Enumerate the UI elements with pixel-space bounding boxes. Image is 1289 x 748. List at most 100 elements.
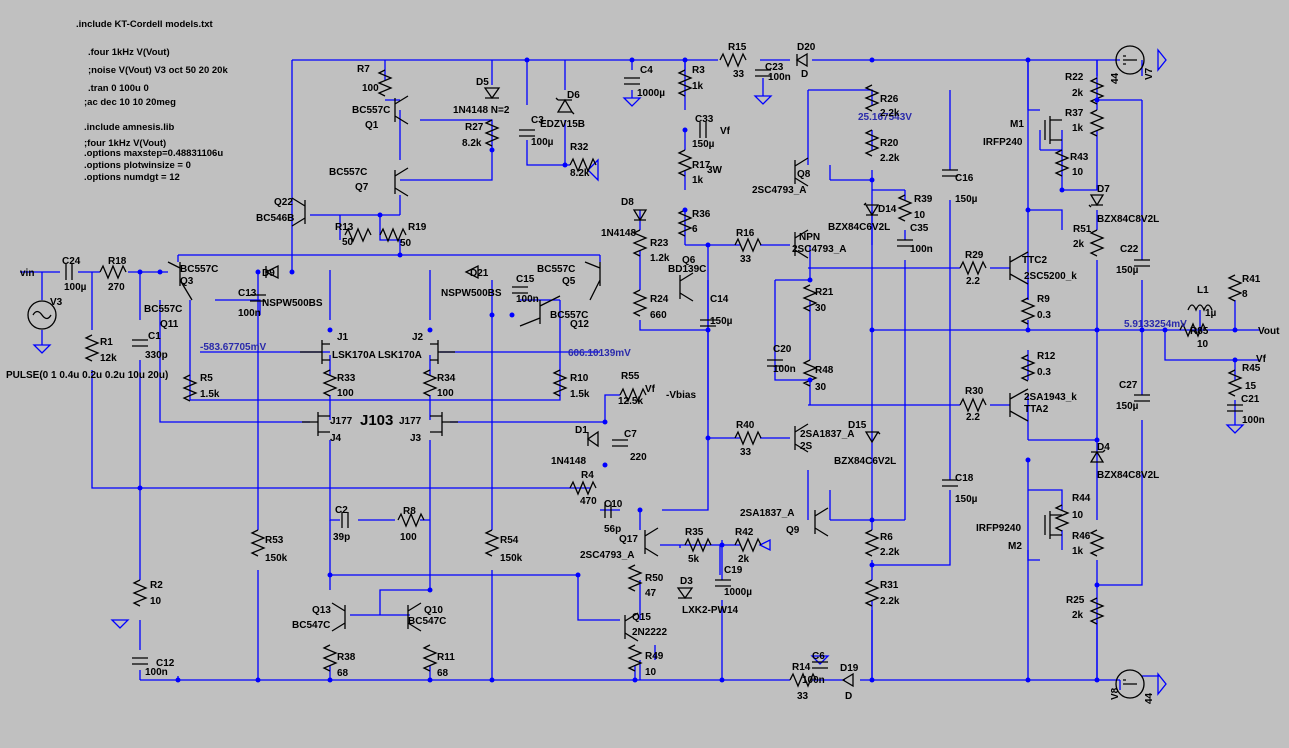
component-label: 0.3 bbox=[1037, 367, 1051, 378]
component-label: Q11 bbox=[160, 319, 179, 330]
component-label: R35 bbox=[685, 527, 704, 538]
component-label: 2k bbox=[1072, 610, 1084, 621]
component-label: 150µ bbox=[692, 139, 715, 150]
component-label: 1.5k bbox=[570, 389, 590, 400]
component-label: R8 bbox=[403, 506, 416, 517]
component-label: BC547C bbox=[408, 616, 446, 627]
component-label: 100n bbox=[516, 294, 539, 305]
net-label-vf: Vf bbox=[645, 384, 656, 395]
component-label: 15 bbox=[1245, 381, 1257, 392]
component-label: R1 bbox=[100, 337, 113, 348]
component-label: R29 bbox=[965, 250, 984, 261]
directive-line: .options numdgt = 12 bbox=[84, 172, 180, 183]
component-label: C4 bbox=[640, 65, 653, 76]
component-label: IRFP240 bbox=[983, 137, 1023, 148]
component-label: 2.2k bbox=[880, 153, 900, 164]
component-label: 6 bbox=[692, 224, 698, 235]
source-spec: PULSE(0 1 0.4u 0.2u 0.2u 10u 20u) bbox=[6, 370, 168, 381]
component-label: R13 bbox=[335, 222, 354, 233]
directive-line: .include KT-Cordell models.txt bbox=[76, 19, 214, 30]
component-label: C16 bbox=[955, 173, 974, 184]
component-label: 10 bbox=[1072, 167, 1084, 178]
component-label: R23 bbox=[650, 238, 669, 249]
net-label-vf: Vf bbox=[1256, 354, 1267, 365]
component-label: BZX84C8V2L bbox=[1097, 214, 1159, 225]
component-label: 50 bbox=[400, 238, 412, 249]
ground-symbols bbox=[32, 48, 1245, 696]
component-label: R22 bbox=[1065, 72, 1084, 83]
component-label: R10 bbox=[570, 373, 589, 384]
component-label: C21 bbox=[1241, 394, 1260, 405]
component-label: J3 bbox=[410, 433, 422, 444]
component-label: IRFP9240 bbox=[976, 523, 1021, 534]
component-label: BC557C bbox=[180, 264, 218, 275]
component-label: 8.2k bbox=[462, 138, 482, 149]
component-label: EDZV15B bbox=[540, 119, 585, 130]
component-label: 10 bbox=[1072, 510, 1084, 521]
component-label: R36 bbox=[692, 209, 711, 220]
component-label: R54 bbox=[500, 535, 519, 546]
component-label: R32 bbox=[570, 142, 589, 153]
component-label: C33 bbox=[695, 114, 714, 125]
net-label-v8: V8 bbox=[1110, 687, 1121, 700]
component-label: R11 bbox=[437, 652, 455, 663]
component-label: D21 bbox=[470, 268, 489, 279]
component-label: R14 bbox=[792, 662, 811, 673]
component-label: C3 bbox=[531, 115, 544, 126]
directive-line: ;ac dec 10 10 20meg bbox=[84, 97, 176, 108]
component-label: R49 bbox=[645, 651, 664, 662]
component-label: R24 bbox=[650, 294, 669, 305]
component-label: 150µ bbox=[1116, 401, 1139, 412]
component-label: BC557C bbox=[550, 310, 588, 321]
node-voltage: 5.9133254mV bbox=[1124, 319, 1187, 330]
component-label: NSPW500BS bbox=[262, 298, 323, 309]
component-label: D19 bbox=[840, 663, 859, 674]
component-label: 470 bbox=[580, 496, 597, 507]
component-label: 150k bbox=[265, 553, 288, 564]
component-label: C19 bbox=[724, 565, 743, 576]
component-label: 100 bbox=[437, 388, 454, 399]
node-voltage: 25.167543V bbox=[858, 112, 912, 123]
component-label: V3 bbox=[50, 297, 63, 308]
component-label: C24 bbox=[62, 256, 81, 267]
component-label: R9 bbox=[1037, 294, 1050, 305]
component-label: 33 bbox=[740, 254, 752, 265]
component-label: R20 bbox=[880, 138, 899, 149]
component-label: R16 bbox=[736, 228, 755, 239]
component-label: C12 bbox=[156, 658, 175, 669]
component-label: D14 bbox=[878, 204, 897, 215]
component-label: 2SA1837_A bbox=[800, 429, 854, 440]
component-label: D15 bbox=[848, 420, 867, 431]
component-label: R33 bbox=[337, 373, 356, 384]
component-label: 8 bbox=[1242, 289, 1248, 300]
directive-line: .include amnesis.lib bbox=[84, 122, 174, 133]
component-label: D6 bbox=[567, 90, 580, 101]
net-labels: vin Vout Vf Vf Vf -Vbias V7 V8 PULSE(0 1… bbox=[6, 67, 1280, 700]
component-label: C15 bbox=[516, 274, 535, 285]
component-label: R5 bbox=[200, 373, 213, 384]
component-label: 30 bbox=[815, 382, 827, 393]
component-label: D4 bbox=[1097, 442, 1110, 453]
component-label: 2SC4793_A bbox=[752, 185, 806, 196]
component-label: C7 bbox=[624, 429, 637, 440]
component-label: C20 bbox=[773, 344, 792, 355]
node-voltage: 606.10139mV bbox=[568, 348, 631, 359]
component-label: Q22 bbox=[274, 197, 293, 208]
net-label-vout: Vout bbox=[1258, 326, 1280, 337]
component-label: C27 bbox=[1119, 380, 1138, 391]
component-label: LSK170A bbox=[332, 350, 376, 361]
component-label: J177 bbox=[330, 416, 353, 427]
component-label: R19 bbox=[408, 222, 427, 233]
component-label: Q3 bbox=[180, 276, 194, 287]
component-label: J177 bbox=[399, 416, 422, 427]
component-label: 100µ bbox=[531, 137, 554, 148]
component-label: 1000µ bbox=[637, 88, 665, 99]
component-label: Q8 bbox=[797, 169, 811, 180]
component-label: R7 bbox=[357, 64, 370, 75]
component-label: 2SA1837_A bbox=[740, 508, 794, 519]
component-label: 100n bbox=[910, 244, 933, 255]
component-label: 2S bbox=[800, 441, 813, 452]
component-label: 68 bbox=[437, 668, 449, 679]
